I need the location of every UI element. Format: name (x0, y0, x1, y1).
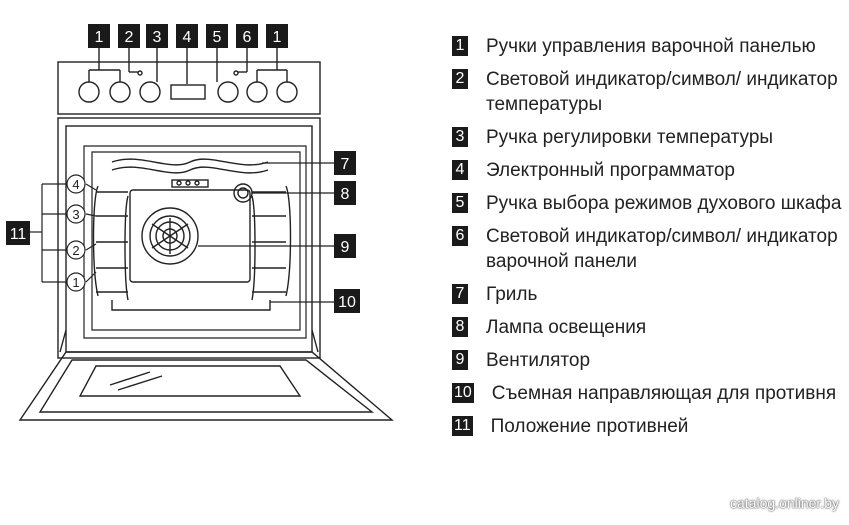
callout-box-8 (334, 181, 356, 205)
legend-text-10: Съемная направляющая для противня (491, 383, 837, 404)
svg-text:1: 1 (72, 275, 79, 290)
callout-box-1a: 1 (88, 24, 110, 48)
legend-item-4: 4 Электронный программатор (452, 158, 844, 183)
legend-item-1: 1 Ручки управления варочной панелью (452, 34, 844, 59)
svg-text:11: 11 (10, 226, 27, 243)
legend-num-10: 10 (452, 383, 474, 403)
svg-text:6: 6 (243, 29, 252, 46)
legend-item-10: 10 Съемная направляющая для противня (452, 381, 844, 406)
shelf-position-labels: 4 3 2 1 (72, 177, 79, 290)
legend-item-7: 7 Гриль (452, 282, 844, 307)
legend-num-11: 11 (452, 416, 473, 436)
callout-box-9 (334, 234, 356, 258)
legend-text-6: Световой индикатор/символ/ индикатор вар… (486, 226, 838, 272)
svg-text:2: 2 (72, 243, 79, 258)
svg-text:4: 4 (183, 29, 192, 46)
legend-text-1: Ручки управления варочной панелью (486, 36, 816, 57)
svg-text:4: 4 (72, 177, 79, 192)
legend-num-9: 9 (452, 350, 468, 370)
legend: 1 Ручки управления варочной панелью 2 Св… (452, 34, 844, 447)
top-callouts: 1 2 3 4 5 6 1 (88, 24, 288, 48)
svg-text:10: 10 (338, 294, 356, 311)
svg-text:3: 3 (72, 207, 79, 222)
oven-body (57, 117, 321, 359)
legend-item-6: 6 Световой индикатор/символ/ индикатор в… (452, 224, 844, 274)
legend-num-5: 5 (452, 193, 468, 213)
callout-box-6: 6 (236, 24, 258, 48)
legend-num-7: 7 (452, 284, 468, 304)
legend-num-4: 4 (452, 160, 468, 180)
legend-text-3: Ручка регулировки температуры (486, 127, 774, 148)
svg-text:7: 7 (341, 156, 350, 173)
callout-box-3: 3 (146, 24, 168, 48)
callout-box-1b: 1 (266, 24, 288, 48)
legend-text-5: Ручка выбора режимов духового шкафа (486, 193, 842, 214)
legend-num-6: 6 (452, 226, 468, 246)
legend-item-5: 5 Ручка выбора режимов духового шкафа (452, 191, 844, 216)
svg-text:5: 5 (213, 29, 222, 46)
oven-drawing: 1 2 3 4 5 6 1 (6, 24, 394, 421)
svg-text:1: 1 (273, 29, 282, 46)
legend-num-1: 1 (452, 36, 468, 56)
callout-box-10 (334, 289, 360, 313)
svg-text:8: 8 (341, 186, 350, 203)
callout-box-5: 5 (206, 24, 228, 48)
legend-text-2: Световой индикатор/символ/ индикатор тем… (486, 69, 838, 115)
legend-num-2: 2 (452, 69, 468, 89)
shelf-positions (30, 174, 97, 292)
legend-text-11: Положение противней (490, 416, 689, 437)
legend-item-8: 8 Лампа освещения (452, 315, 844, 340)
legend-text-8: Лампа освещения (486, 317, 647, 338)
legend-text-4: Электронный программатор (486, 160, 735, 181)
legend-item-11: 11 Положение противней (452, 414, 844, 439)
legend-text-9: Вентилятор (486, 350, 591, 371)
legend-item-2: 2 Световой индикатор/символ/ индикатор т… (452, 67, 844, 117)
svg-text:1: 1 (95, 29, 104, 46)
oven-diagram: 1 2 3 4 5 6 1 (6, 24, 394, 421)
oven-door (18, 329, 394, 421)
callout-box-7 (334, 151, 356, 175)
callout-box-11: 11 (6, 221, 30, 245)
legend-item-9: 9 Вентилятор (452, 348, 844, 373)
legend-num-3: 3 (452, 127, 468, 147)
svg-text:2: 2 (125, 29, 134, 46)
svg-text:3: 3 (153, 29, 162, 46)
callout-box-4: 4 (176, 24, 198, 48)
watermark: catalog.onliner.by (730, 495, 839, 511)
side-callouts: 7 8 9 10 (198, 151, 360, 313)
legend-text-7: Гриль (486, 284, 538, 305)
callout-box-2: 2 (118, 24, 140, 48)
svg-text:9: 9 (341, 239, 350, 256)
legend-item-3: 3 Ручка регулировки температуры (452, 125, 844, 150)
control-panel (57, 48, 321, 115)
legend-num-8: 8 (452, 317, 468, 337)
